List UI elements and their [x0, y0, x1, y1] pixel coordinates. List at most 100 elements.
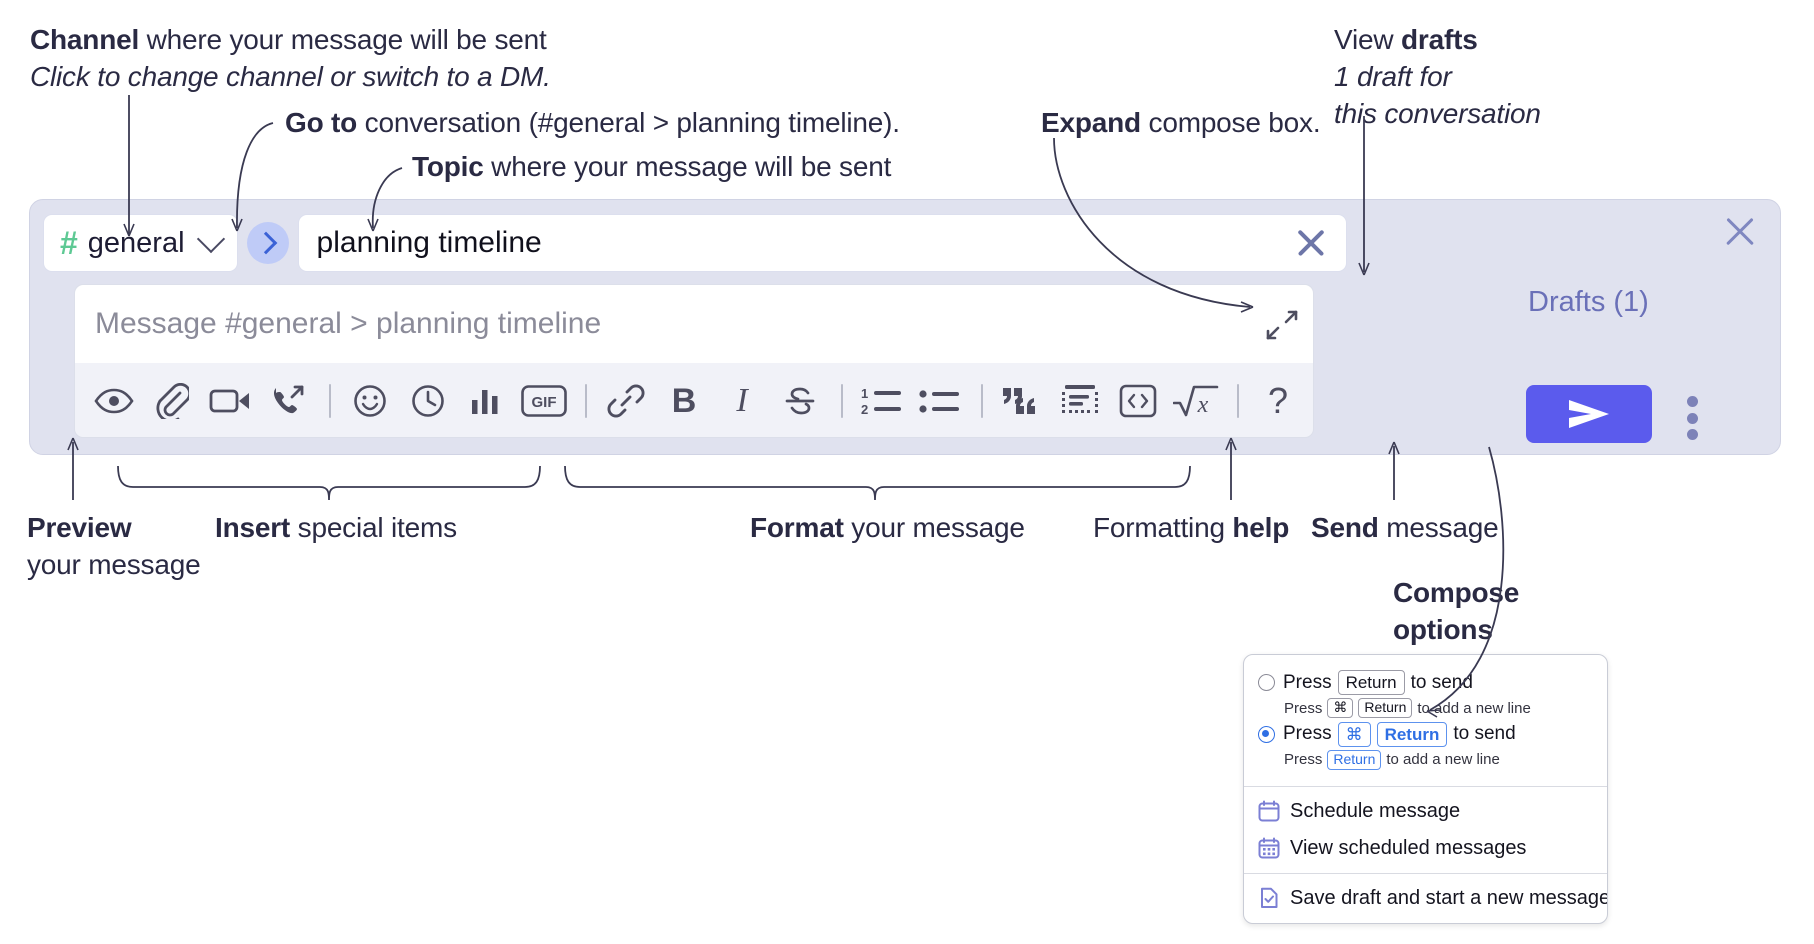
option-prefix: Press	[1283, 723, 1332, 745]
menu-divider	[1244, 785, 1607, 787]
menu-item-save-draft[interactable]: Save draft and start a new message	[1244, 880, 1607, 917]
annotation-send: Send message	[1311, 510, 1641, 547]
strikethrough-icon[interactable]	[777, 378, 823, 424]
annotation-help: Formatting help	[1093, 510, 1423, 547]
calendar-icon	[1258, 800, 1280, 822]
annotation-format-rest: your message	[843, 512, 1025, 543]
brace-insert	[117, 465, 541, 501]
annotation-goto: Go to conversation (#general > planning …	[285, 105, 905, 142]
annotation-insert: Insert special items	[215, 510, 615, 547]
clock-icon[interactable]	[405, 378, 451, 424]
drafts-link[interactable]: Drafts (1)	[1528, 286, 1649, 318]
bar-chart-icon[interactable]	[463, 378, 509, 424]
hash-icon: #	[60, 225, 78, 261]
annotation-channel-rest: where your message will be sent	[139, 24, 547, 55]
video-camera-icon[interactable]	[207, 378, 253, 424]
sub-suffix: to add a new line	[1417, 699, 1531, 717]
annotation-topic-bold: Topic	[412, 151, 484, 182]
send-button[interactable]	[1526, 385, 1652, 443]
topic-field[interactable]: planning timeline	[297, 214, 1347, 272]
close-icon[interactable]	[1294, 226, 1328, 260]
key-command: ⌘	[1327, 698, 1354, 718]
topic-value: planning timeline	[316, 226, 542, 259]
annotation-send-bold: Send	[1311, 512, 1379, 543]
drafts-column: Drafts (1)	[1508, 200, 1780, 454]
annotation-topic: Topic where your message will be sent	[412, 149, 1032, 186]
close-icon[interactable]	[1722, 214, 1758, 250]
link-icon[interactable]	[603, 378, 649, 424]
menu-item-label: View scheduled messages	[1290, 836, 1527, 859]
annotation-help-plain: Formatting	[1093, 512, 1233, 543]
menu-item-schedule-message[interactable]: Schedule message	[1244, 793, 1607, 830]
key-return: Return	[1337, 670, 1405, 696]
paperclip-icon[interactable]	[149, 378, 195, 424]
quote-icon[interactable]	[999, 378, 1045, 424]
compose-options-menu: Press Return to send Press ⌘ Return to a…	[1243, 654, 1608, 924]
chevron-down-icon	[196, 224, 225, 254]
radio-indicator-selected	[1258, 725, 1275, 743]
annotation-expand-bold: Expand	[1041, 107, 1141, 138]
code-block-icon[interactable]	[1057, 378, 1103, 424]
phone-arrow-icon[interactable]	[265, 378, 311, 424]
expand-icon[interactable]	[1265, 309, 1299, 341]
annotation-preview: Preview your message	[27, 510, 307, 584]
square-root-x-icon[interactable]: x	[1173, 378, 1219, 424]
annotation-channel-italic: Click to change channel or switch to a D…	[30, 60, 551, 92]
annotation-format: Format your message	[750, 510, 1170, 547]
message-placeholder: Message #general > planning timeline	[95, 307, 602, 340]
document-check-icon	[1261, 887, 1278, 908]
annotation-drafts-bold: drafts	[1400, 24, 1478, 55]
annotation-expand-rest: compose box.	[1140, 107, 1321, 138]
annotation-insert-bold: Insert	[215, 512, 291, 543]
vertical-dots-icon[interactable]	[1686, 396, 1698, 440]
radio-option-cmd-return[interactable]: Press ⌘ Return to send	[1258, 721, 1593, 747]
italic-icon[interactable]: I	[736, 382, 748, 419]
key-command: ⌘	[1337, 721, 1371, 747]
bold-icon[interactable]: B	[671, 382, 697, 420]
annotation-format-bold: Format	[750, 512, 844, 543]
chevron-right-icon	[254, 231, 277, 255]
option-sub-cmd-return: Press Return to add a new line	[1284, 750, 1593, 770]
annotation-channel-bold: Channel	[30, 24, 140, 55]
annotation-help-bold: help	[1232, 512, 1290, 543]
message-input[interactable]: Message #general > planning timeline	[75, 285, 1313, 363]
smiley-icon[interactable]	[347, 378, 393, 424]
menu-item-label: Schedule message	[1290, 799, 1461, 822]
brace-format	[564, 465, 1191, 501]
annotation-channel: Channel where your message will be sent …	[30, 22, 650, 96]
menu-item-label: Save draft and start a new message	[1290, 886, 1608, 909]
message-card: Message #general > planning timeline	[74, 284, 1314, 438]
send-paper-plane-icon	[1569, 400, 1609, 428]
eye-icon[interactable]	[91, 378, 137, 424]
annotation-topic-rest: where your message will be sent	[483, 151, 892, 182]
svg-text:1: 1	[861, 386, 868, 401]
code-brackets-icon[interactable]	[1115, 378, 1161, 424]
channel-selector[interactable]: # general	[43, 214, 238, 272]
toolbar-divider	[1237, 384, 1239, 418]
svg-text:GIF: GIF	[532, 394, 557, 411]
annotation-compose-options-bold2: options	[1393, 613, 1493, 645]
key-return: Return	[1376, 721, 1448, 747]
sub-prefix: Press	[1284, 699, 1323, 717]
bulleted-list-icon[interactable]	[917, 378, 963, 424]
compose-panel: # general planning timeline Message #gen…	[29, 199, 1781, 455]
radio-indicator	[1258, 674, 1275, 692]
sub-prefix: Press	[1284, 751, 1323, 769]
annotation-preview-rest: your message	[27, 548, 201, 580]
option-prefix: Press	[1283, 671, 1332, 693]
question-mark-icon[interactable]: ?	[1267, 380, 1289, 421]
annotation-drafts-italic2: this conversation	[1334, 97, 1541, 129]
radio-option-return[interactable]: Press Return to send	[1258, 670, 1593, 696]
svg-text:x: x	[1197, 392, 1209, 418]
key-return: Return	[1327, 750, 1382, 770]
annotation-goto-rest: conversation (#general > planning timeli…	[357, 107, 900, 138]
goto-conversation-button[interactable]	[246, 222, 289, 264]
sub-suffix: to add a new line	[1386, 751, 1500, 769]
option-sub-return: Press ⌘ Return to add a new line	[1284, 698, 1593, 718]
toolbar-divider	[841, 384, 843, 418]
gif-icon[interactable]: GIF	[521, 378, 567, 424]
option-suffix: to send	[1453, 723, 1516, 745]
menu-item-view-scheduled-messages[interactable]: View scheduled messages	[1244, 830, 1607, 867]
annotation-expand: Expand compose box.	[1041, 105, 1461, 142]
